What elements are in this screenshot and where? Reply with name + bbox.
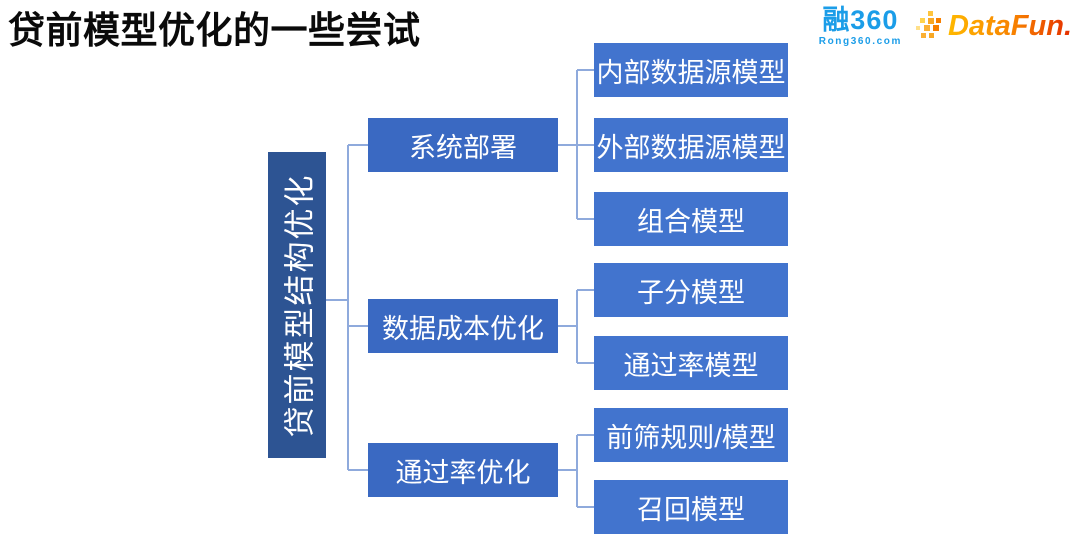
- branch-node-system-deployment: 系统部署: [368, 118, 558, 172]
- branch-node-label: 通过率优化: [395, 457, 531, 488]
- leaf-node-pre-screen-rules-model: 前筛规则/模型: [594, 408, 788, 462]
- branch-node-label: 数据成本优化: [382, 313, 544, 344]
- rong360-logo: 融360 Rong360.com: [819, 7, 902, 47]
- leaf-node-pass-rate-model: 通过率模型: [594, 336, 788, 390]
- datafun-logo: DataFun.: [915, 9, 1072, 43]
- page-title: 贷前模型优化的一些尝试: [8, 10, 421, 51]
- leaf-node-combined-model: 组合模型: [594, 192, 788, 246]
- leaf-node-sub-score-model: 子分模型: [594, 263, 788, 317]
- datafun-logo-text: DataFun.: [947, 9, 1072, 42]
- rong360-logo-subtext: Rong360.com: [818, 36, 902, 47]
- branch-node-pass-rate-optimization: 通过率优化: [368, 443, 558, 497]
- root-node-label: 贷前模型结构优化: [282, 173, 318, 437]
- leaf-node-label: 子分模型: [637, 277, 745, 308]
- logo-bar: 融360 Rong360.com DataFun.: [819, 7, 1072, 47]
- leaf-node-label: 召回模型: [637, 494, 745, 525]
- leaf-node-external-data-source-model: 外部数据源模型: [594, 118, 788, 172]
- leaf-node-label: 前筛规则/模型: [606, 422, 776, 453]
- leaf-node-label: 通过率模型: [623, 350, 759, 381]
- leaf-node-recall-model: 召回模型: [594, 480, 788, 534]
- rong360-logo-text: 融360: [822, 5, 899, 35]
- leaf-node-label: 内部数据源模型: [596, 57, 786, 88]
- leaf-node-label: 外部数据源模型: [596, 132, 786, 163]
- branch-node-label: 系统部署: [409, 132, 517, 163]
- diamond-dots-icon: [915, 11, 941, 38]
- leaf-node-label: 组合模型: [637, 206, 745, 237]
- leaf-node-internal-data-source-model: 内部数据源模型: [594, 43, 788, 97]
- branch-node-data-cost-optimization: 数据成本优化: [368, 299, 558, 353]
- root-node-pre-loan-model-structure-optimization: 贷前模型结构优化: [268, 152, 326, 458]
